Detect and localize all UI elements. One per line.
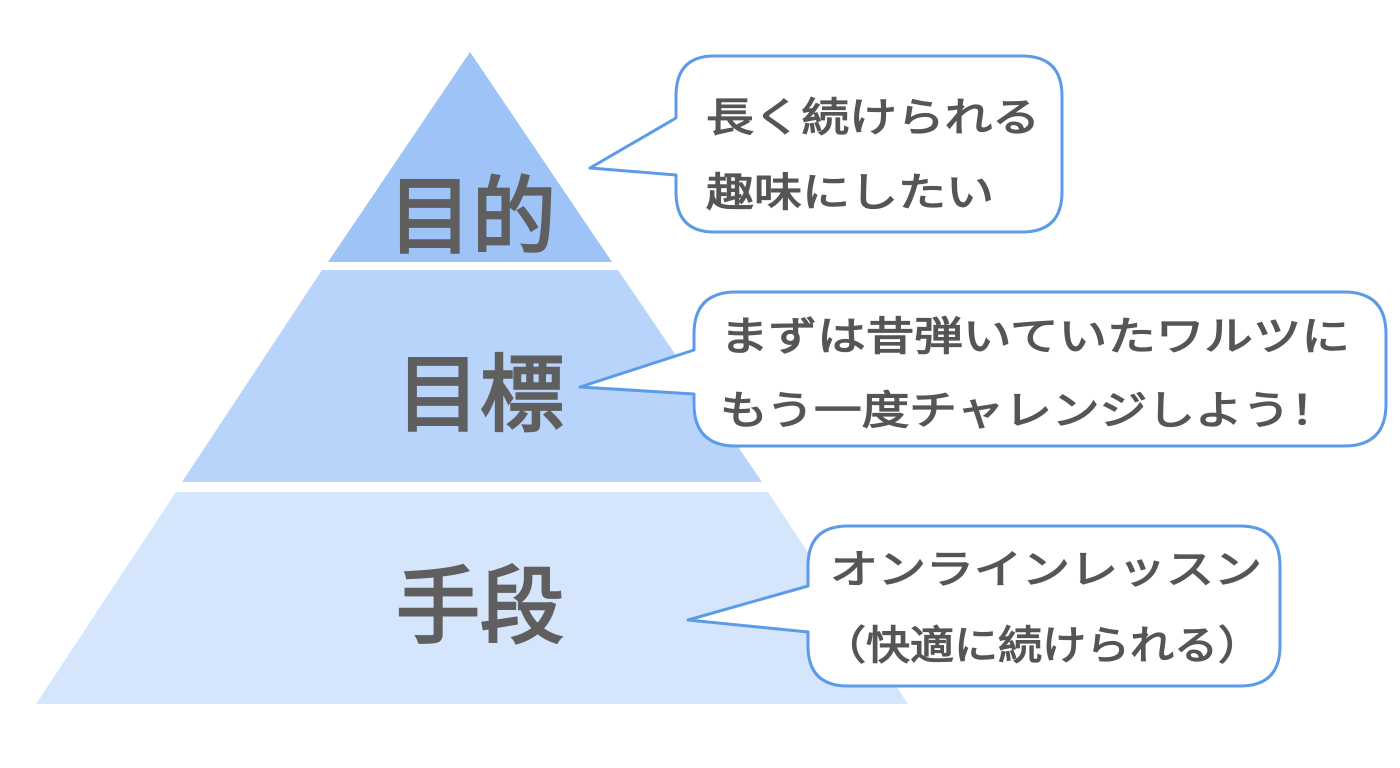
pyramid-tier-purpose (328, 52, 612, 262)
tier-label-goal: 目標 (396, 346, 564, 444)
callout-purpose: 長く続けられる 趣味にしたい (588, 54, 1064, 234)
tier-label-purpose: 目的 (388, 168, 556, 266)
callout-text-goal-line-2: もう一度チャレンジしよう！ (720, 388, 1338, 434)
callout-text-purpose-line-2: 趣味にしたい (706, 170, 994, 216)
callout-text-means-line-2: （快適に続けられる） (822, 623, 1262, 669)
callout-means: オンラインレッスン （快適に続けられる） (686, 524, 1282, 688)
tier-label-means: 手段 (396, 558, 564, 656)
pyramid-tier-means (36, 492, 908, 704)
callout-bubble-goal (578, 290, 1388, 448)
pyramid-tier-goal (182, 270, 762, 482)
callout-goal: まずは昔弾いていたワルツに もう一度チャレンジしよう！ (578, 290, 1388, 448)
callout-text-means-line-1: オンラインレッスン (830, 547, 1262, 593)
callout-bubble-means (686, 524, 1282, 688)
callout-text-purpose-line-1: 長く続けられる (706, 95, 1040, 141)
callout-bubble-purpose (588, 54, 1064, 234)
callout-text-goal-line-1: まずは昔弾いていたワルツに (720, 314, 1350, 360)
